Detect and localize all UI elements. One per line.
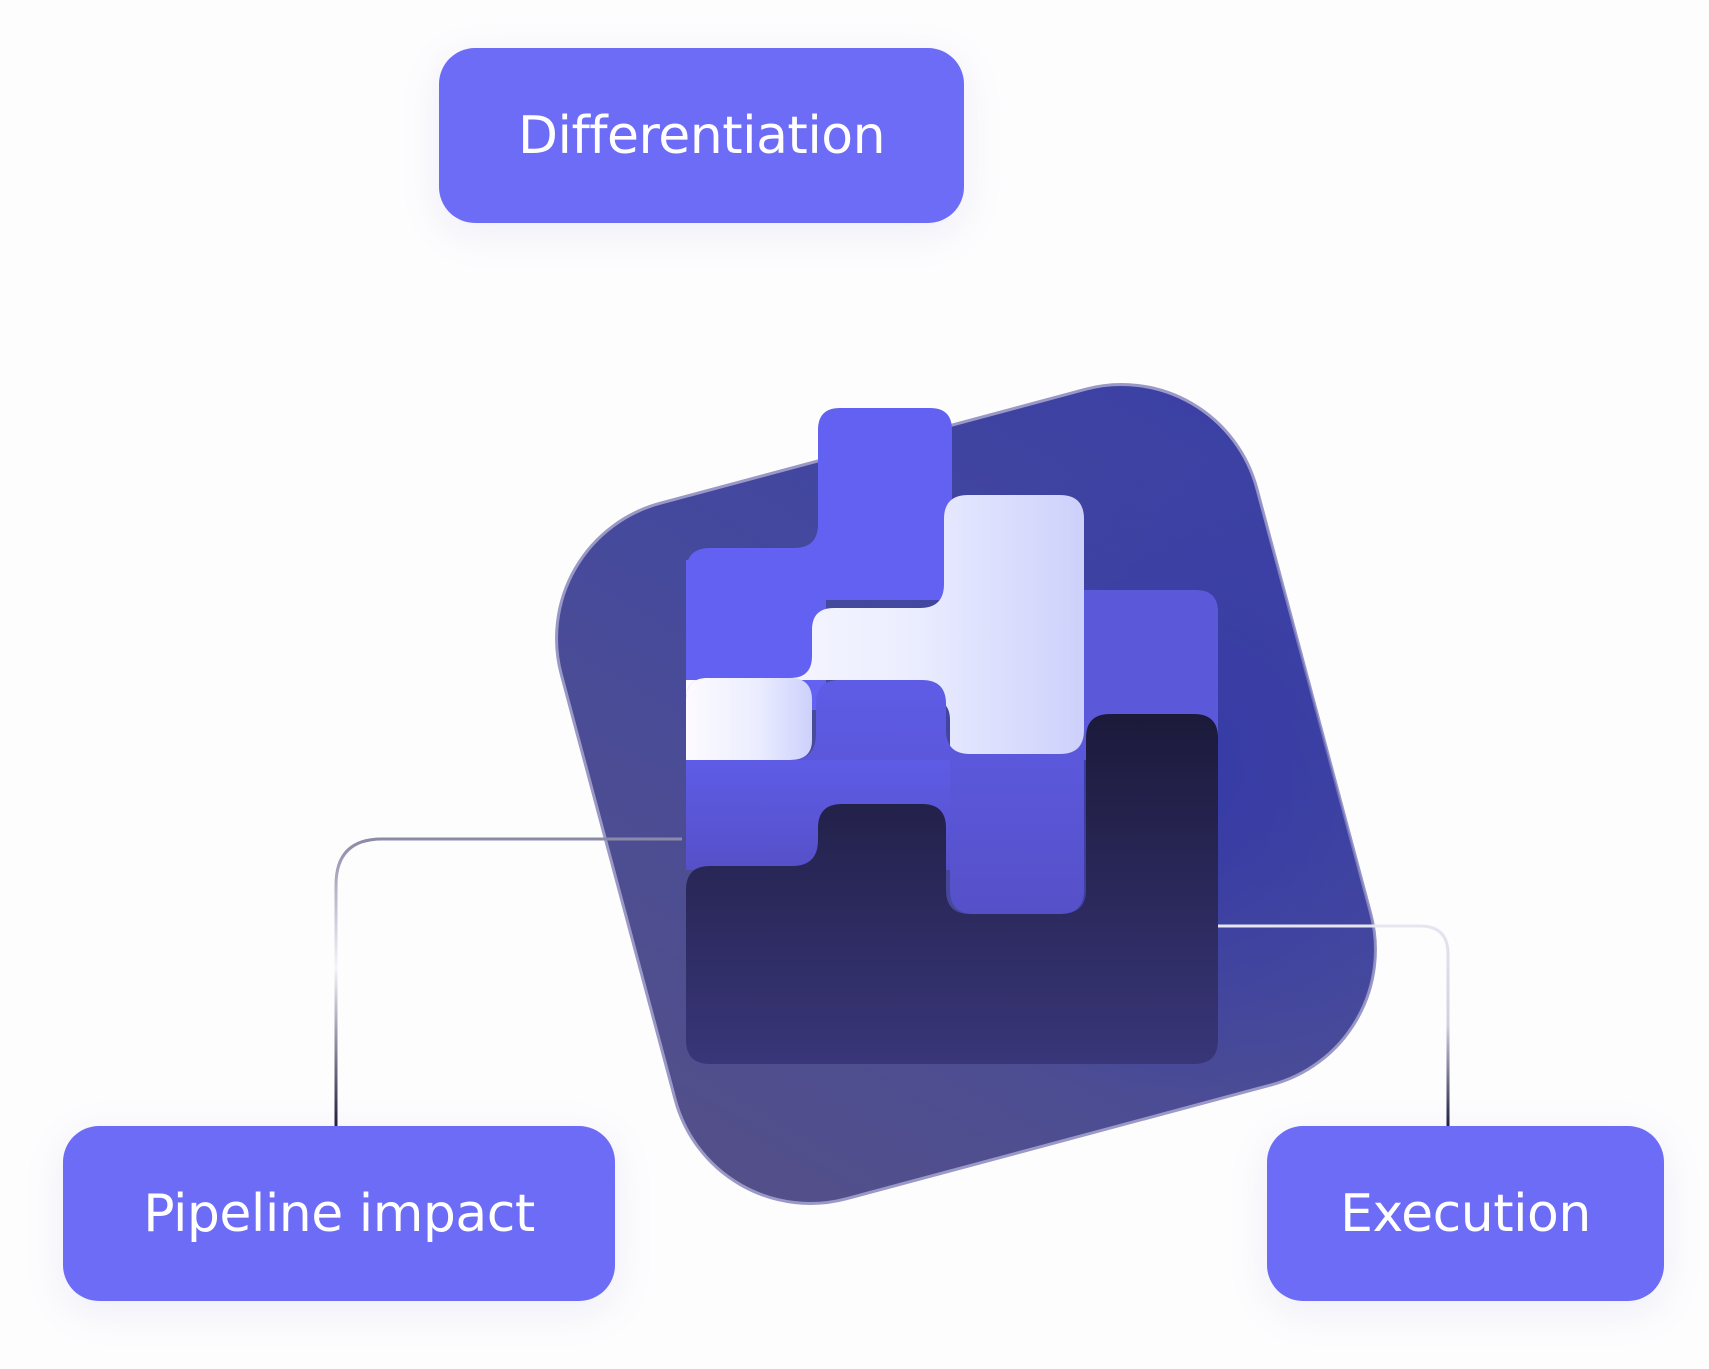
execution-label: Execution — [1340, 1184, 1591, 1244]
differentiation-label: Differentiation — [518, 106, 885, 166]
execution-label-box: Execution — [1267, 1126, 1664, 1301]
pipeline-impact-label: Pipeline impact — [143, 1184, 535, 1244]
differentiation-label-box: Differentiation — [439, 48, 964, 223]
pipeline-impact-label-box: Pipeline impact — [63, 1126, 615, 1301]
